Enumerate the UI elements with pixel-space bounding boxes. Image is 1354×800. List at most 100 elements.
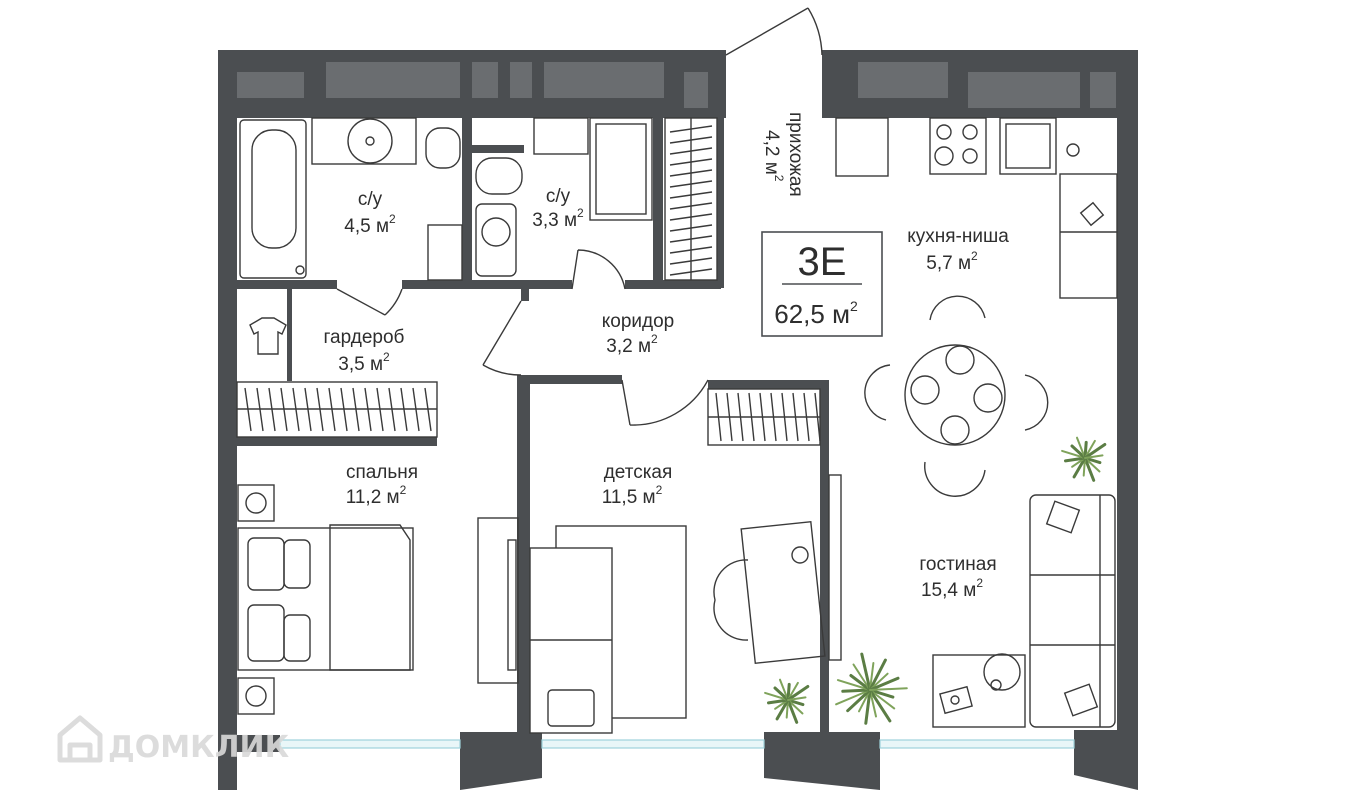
plate-icon-3 xyxy=(973,383,1003,413)
kids-room-area: 11,5 м2 xyxy=(602,483,663,508)
hanger-line xyxy=(352,387,360,432)
blanket xyxy=(329,524,411,671)
hanger-line xyxy=(388,387,396,432)
lamp-icon-2 xyxy=(245,685,267,707)
bedroom-door xyxy=(482,300,522,376)
wall-bath2-right xyxy=(653,118,663,288)
window-1 xyxy=(237,72,304,98)
plant-leaf xyxy=(786,698,805,707)
bed xyxy=(237,527,414,671)
window-7 xyxy=(858,62,948,98)
tap-icon xyxy=(1066,143,1080,157)
wall-kids-right xyxy=(820,380,829,740)
sink-2-icon xyxy=(481,217,511,247)
kitchen-fixtures xyxy=(835,117,1118,299)
interior-walls xyxy=(237,118,829,740)
hanger-line xyxy=(669,257,713,265)
bedroom-tv-stand xyxy=(477,517,519,684)
hanger-line xyxy=(781,392,788,442)
toilet-2 xyxy=(475,157,523,195)
bedside-table-2 xyxy=(237,677,275,715)
bathtub-inner xyxy=(251,129,297,249)
plant-leaf xyxy=(1083,456,1102,465)
wall-bath1-bottom-r xyxy=(402,280,472,289)
cushion-1 xyxy=(1045,500,1081,534)
wall-bath2-left xyxy=(472,145,524,153)
plant-leaf xyxy=(835,689,871,706)
pillow-3 xyxy=(247,604,285,662)
entrance-door xyxy=(725,7,823,56)
hanger-line xyxy=(770,392,777,442)
bathroom2-name: с/у xyxy=(546,186,571,207)
tray-icon xyxy=(983,653,1021,691)
cup-icon xyxy=(990,679,1002,691)
apartment-total-area: 62,5 м2 xyxy=(774,298,858,329)
bathroom2-fixtures xyxy=(475,117,653,277)
hanger-line xyxy=(304,387,312,432)
desk xyxy=(740,520,826,665)
room-labels: с/у 4,5 м2 с/у 3,3 м2 прихожая 4,2 м2 ку… xyxy=(324,112,1010,601)
plant-leaf xyxy=(1064,456,1087,463)
hanger-line xyxy=(759,392,766,442)
kitchen-sink-bowl xyxy=(1005,123,1051,169)
living-furniture xyxy=(932,494,1116,728)
burner-icon-4 xyxy=(962,148,978,164)
plant-leaf xyxy=(1070,444,1087,460)
microwave-icon xyxy=(1079,201,1105,227)
plant-leaf xyxy=(767,698,790,705)
tv-icon xyxy=(950,695,960,705)
wall-hall-left xyxy=(717,118,724,288)
hanger-line xyxy=(340,387,348,432)
plant-kids-room xyxy=(764,678,810,724)
shower-tray xyxy=(589,117,653,221)
dining-set xyxy=(864,295,1049,497)
kids-furniture xyxy=(529,520,826,734)
hanger-line xyxy=(803,392,810,442)
plant-leaf xyxy=(1061,449,1086,459)
watermark: ДОМКЛИК xyxy=(57,715,290,765)
bath1-door xyxy=(336,288,403,316)
plant-leaf xyxy=(846,688,872,713)
wall-bath1-bottom xyxy=(237,280,337,289)
wardrobe-area: 3,5 м2 xyxy=(338,350,390,375)
hanger-line xyxy=(669,235,713,243)
hanger-line xyxy=(669,202,713,210)
wardrobe-name: гардероб xyxy=(324,327,405,348)
chair-bottom xyxy=(924,461,986,497)
glazing-mid xyxy=(541,739,765,749)
plant-leaf xyxy=(860,652,872,692)
plant-leaf xyxy=(1072,456,1087,479)
plant-leaf xyxy=(786,682,791,702)
window-5 xyxy=(544,62,664,98)
chair-top xyxy=(929,295,986,321)
hanger-line xyxy=(256,387,264,432)
window-9 xyxy=(1090,72,1116,108)
plant-leaf xyxy=(869,662,875,691)
hallway-label-group: прихожая xyxy=(785,112,806,197)
window-3 xyxy=(472,62,498,98)
plant-leaf xyxy=(764,691,789,701)
hanger-line xyxy=(669,169,713,177)
plant-leaf xyxy=(1083,456,1096,482)
burner-icon-1 xyxy=(936,124,952,140)
pillar-bottom-left xyxy=(218,735,280,790)
apartment-type: 3Е xyxy=(798,240,847,284)
plant-leaf xyxy=(1084,454,1104,459)
hallway-name: прихожая xyxy=(785,112,806,197)
lamp-icon-1 xyxy=(245,492,267,514)
wall-kids-top-r xyxy=(708,380,826,389)
cooktop xyxy=(929,117,987,175)
kitchen-cabinet-right xyxy=(1059,173,1118,299)
kids-door xyxy=(621,379,709,426)
hallway-area: 4,2 м2 xyxy=(761,130,786,182)
hanger-line xyxy=(424,387,432,432)
living-room-area: 15,4 м2 xyxy=(921,576,983,601)
plant-leaf xyxy=(841,688,872,693)
coffee-table xyxy=(932,654,1026,728)
bottom-glazing xyxy=(279,739,1075,749)
sink-cabinet xyxy=(311,117,417,165)
plant-leaf xyxy=(787,696,807,701)
hanger-line xyxy=(726,392,733,442)
apartment-type-box: 3Е 62,5 м2 xyxy=(761,231,883,337)
hanger-line xyxy=(669,158,713,166)
